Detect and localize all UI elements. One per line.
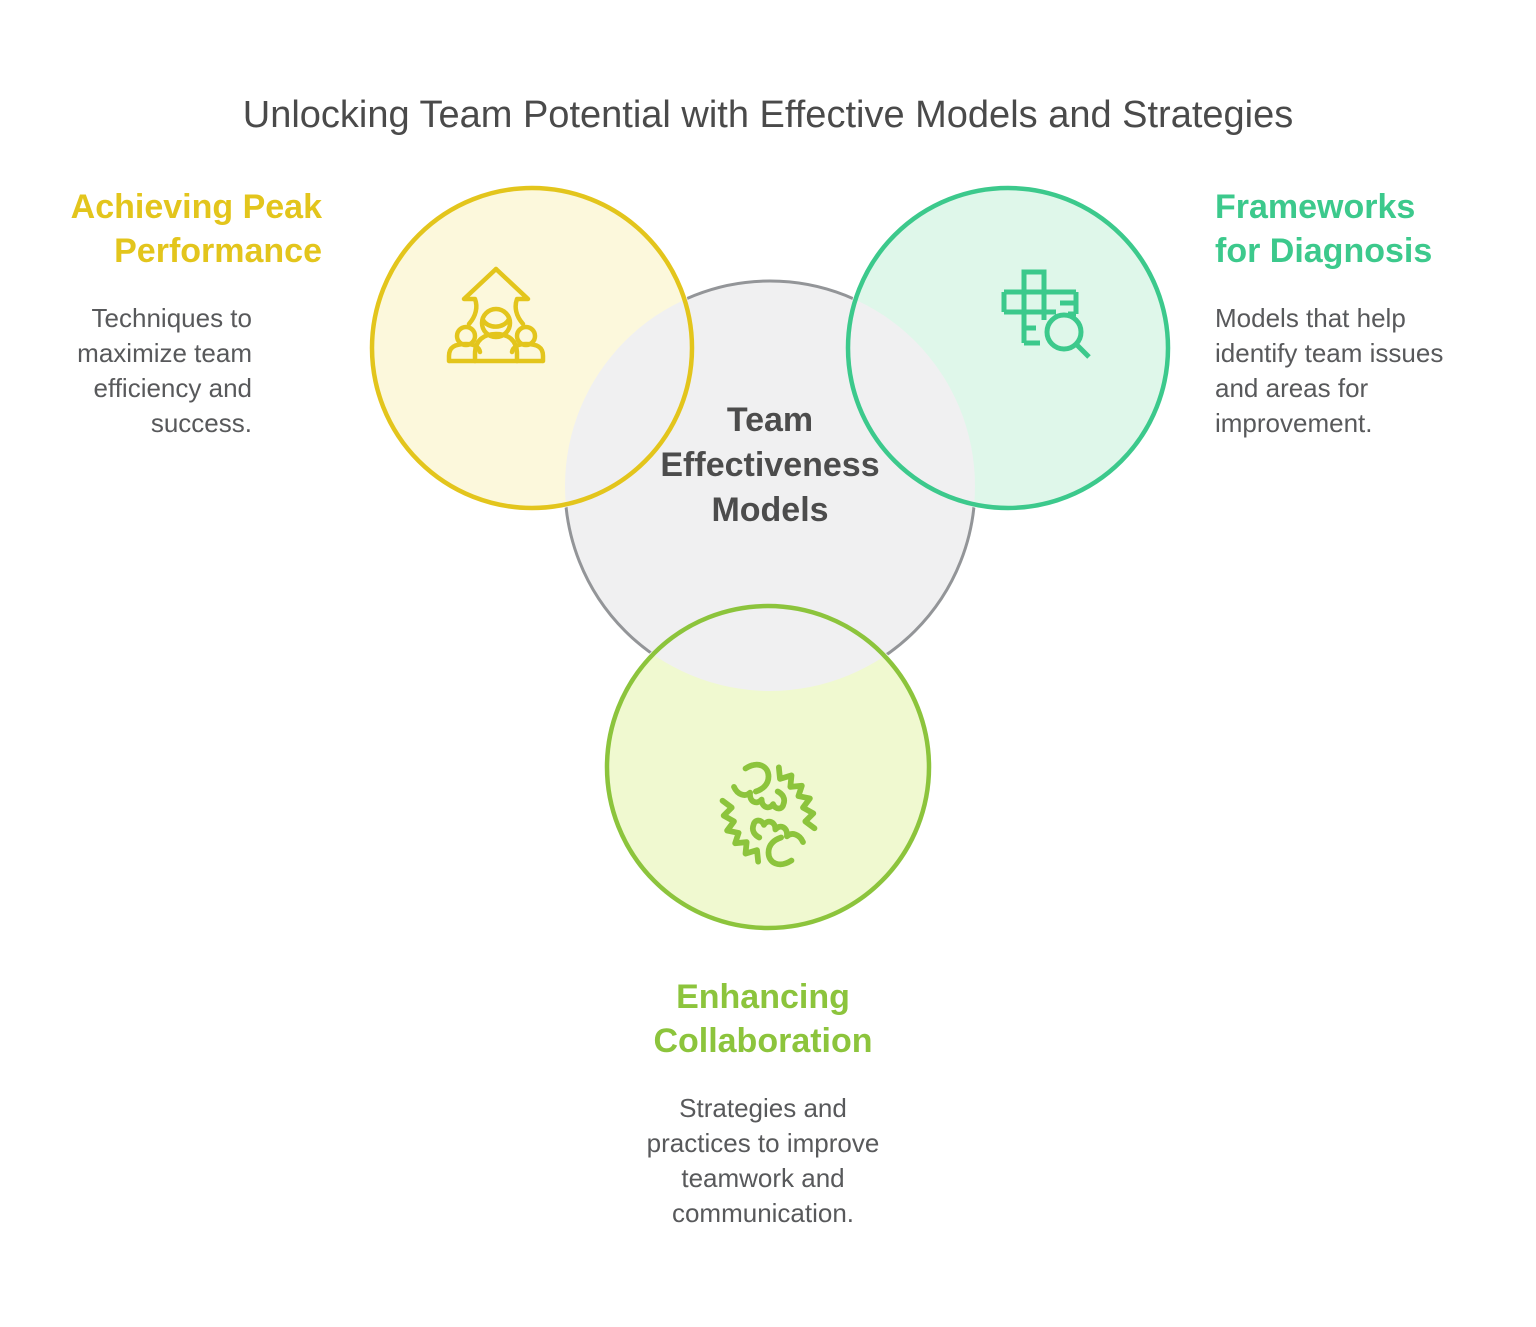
peak-body: Techniques to maximize team efficiency a… — [77, 303, 252, 438]
diagnosis-circle-outline — [845, 185, 1171, 511]
page-title: Unlocking Team Potential with Effective … — [242, 94, 1294, 136]
center-circle-fill — [565, 281, 975, 691]
center-label: Team Effectiveness Models — [660, 401, 880, 529]
clasped-hands-icon — [719, 761, 818, 868]
collaboration-body: Strategies and practices to improve team… — [646, 1093, 880, 1228]
section-frameworks-diagnosis: Frameworks for Diagnosis Models that hel… — [1215, 185, 1525, 441]
diagnosis-body: Models that help identify team issues an… — [1215, 303, 1444, 438]
peak-heading: Achieving Peak Performance — [70, 188, 322, 270]
collaboration-circle-outline — [604, 603, 932, 931]
growth-arrow-team-icon — [446, 266, 546, 364]
section-enhancing-collaboration: Enhancing Collaboration Strategies and p… — [563, 975, 963, 1231]
collaboration-heading: Enhancing Collaboration — [653, 978, 873, 1060]
peak-circle-outline — [369, 185, 695, 511]
diagnosis-heading: Frameworks for Diagnosis — [1215, 188, 1433, 270]
section-peak-performance: Achieving Peak Performance Techniques to… — [22, 185, 322, 441]
grid-magnifier-icon — [1001, 269, 1091, 359]
center-circle-outline — [563, 279, 977, 693]
